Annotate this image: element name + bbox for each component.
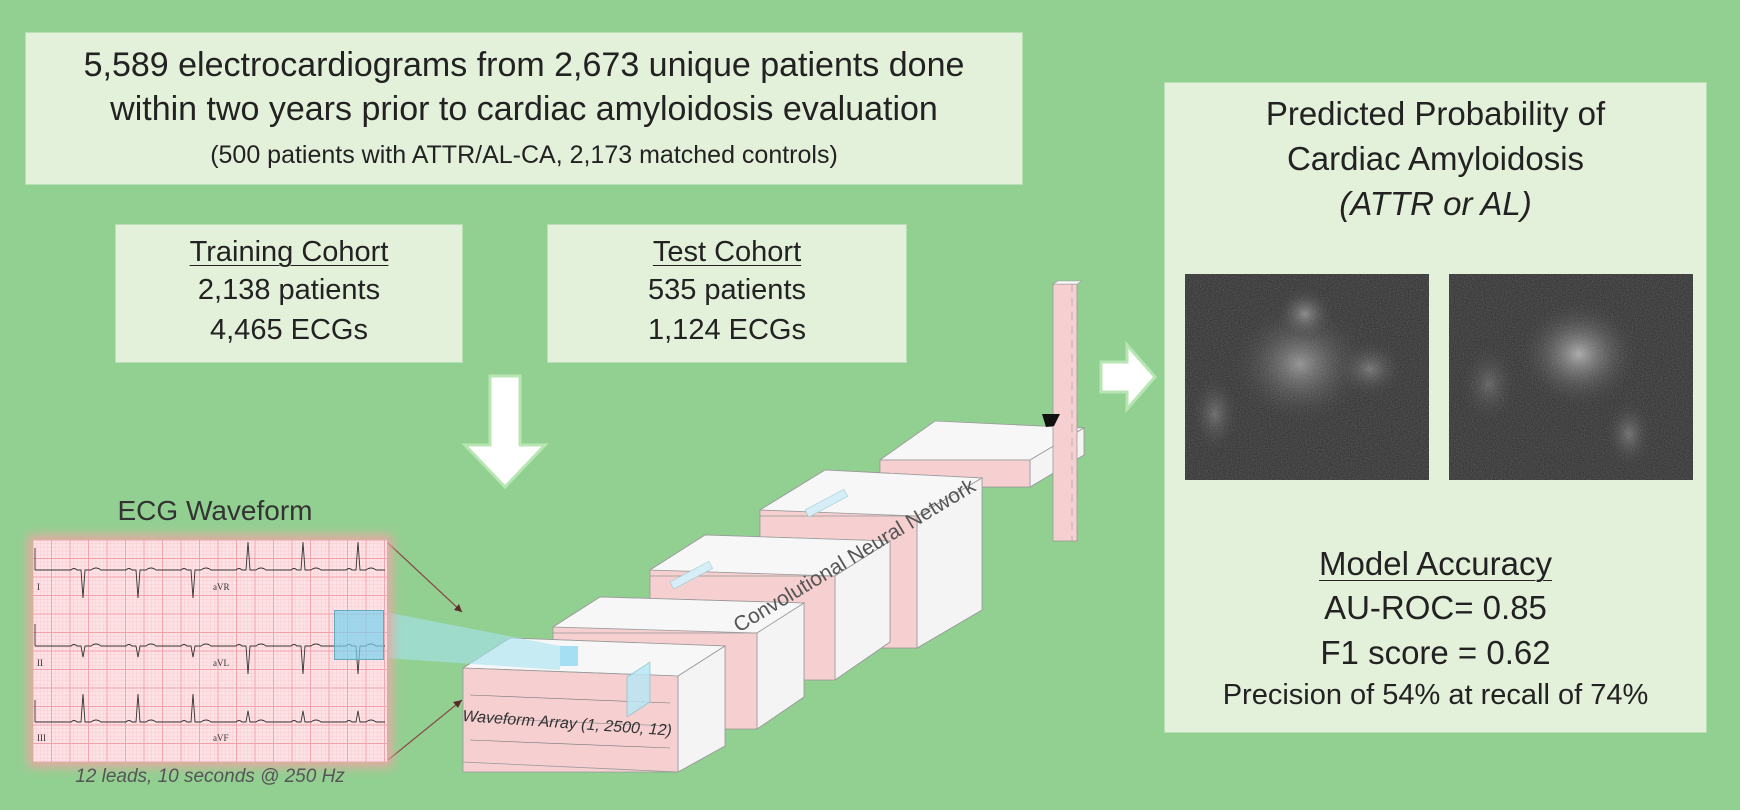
vertical-output-layer [1042,280,1084,542]
connector-arrowhead [453,700,462,708]
scint-noise [1449,274,1693,480]
kernel-highlight [560,646,578,666]
scintigraphy-right-svg [1449,274,1693,480]
conv-filter [669,560,714,590]
test-cohort-box: Test Cohort 535 patients 1,124 ECGs [548,225,906,362]
summary-line-1: 5,589 electrocardiograms from 2,673 uniq… [83,46,965,84]
ecg-grid-svg [33,540,387,762]
test-cohort-title: Test Cohort [652,236,802,268]
scintigraphy-image-left [1185,274,1429,480]
output-title-line-2: Cardiac Amyloidosis [1286,140,1585,177]
down-arrow-icon [461,374,549,490]
model-accuracy-title: Model Accuracy [1319,545,1552,582]
scintigraphy-left-svg [1185,274,1429,480]
summary-line-2: within two years prior to cardiac amyloi… [110,90,938,128]
projection-beam [385,612,560,670]
conv-filter [804,488,849,518]
connector-line [387,699,463,761]
test-cohort-patients: 535 patients [647,274,806,306]
auroc-value: AU-ROC= 0.85 [1324,589,1547,626]
lead-label-i: I [37,582,40,592]
connector-line [387,542,463,613]
dataset-summary-box: 5,589 electrocardiograms from 2,673 uniq… [26,33,1022,184]
right-arrow-icon [1099,341,1157,413]
lead-label-avr: aVR [213,582,230,592]
lead-label-avf: aVF [213,733,229,743]
ecg-waveform-title: ECG Waveform [117,495,313,526]
f1-score-value: F1 score = 0.62 [1320,634,1551,671]
ecg-highlight-box [334,610,384,660]
scint-noise [1185,274,1429,480]
ecg-paper: I aVR II aVL III aVF [33,540,387,762]
lead-label-ii: II [37,658,43,668]
output-panel: Predicted Probability of Cardiac Amyloid… [1165,83,1706,732]
lead-label-iii: III [37,733,46,743]
conv-filter [626,661,651,718]
training-cohort-patients: 2,138 patients [197,274,381,306]
output-node-icon [1042,414,1060,427]
connector-arrowhead [454,604,462,612]
test-cohort-ecgs: 1,124 ECGs [648,314,806,346]
scintigraphy-image-right [1449,274,1693,480]
precision-recall-value: Precision of 54% at recall of 74% [1222,679,1649,711]
training-cohort-ecgs: 4,465 ECGs [210,314,368,346]
ecg-trace [35,541,385,599]
training-cohort-box: Training Cohort 2,138 patients 4,465 ECG… [116,225,462,362]
ecg-caption: 12 leads, 10 seconds @ 250 Hz [75,766,345,787]
output-title-line-1: Predicted Probability of [1265,95,1606,132]
output-title-line-3: (ATTR or AL) [1339,185,1532,222]
lead-label-avl: aVL [213,658,229,668]
training-cohort-title: Training Cohort [189,236,389,268]
ecg-trace [35,693,385,723]
summary-line-3: (500 patients with ATTR/AL-CA, 2,173 mat… [210,141,838,169]
model-accuracy-section: Model Accuracy AU-ROC= 0.85 F1 score = 0… [1165,543,1706,715]
